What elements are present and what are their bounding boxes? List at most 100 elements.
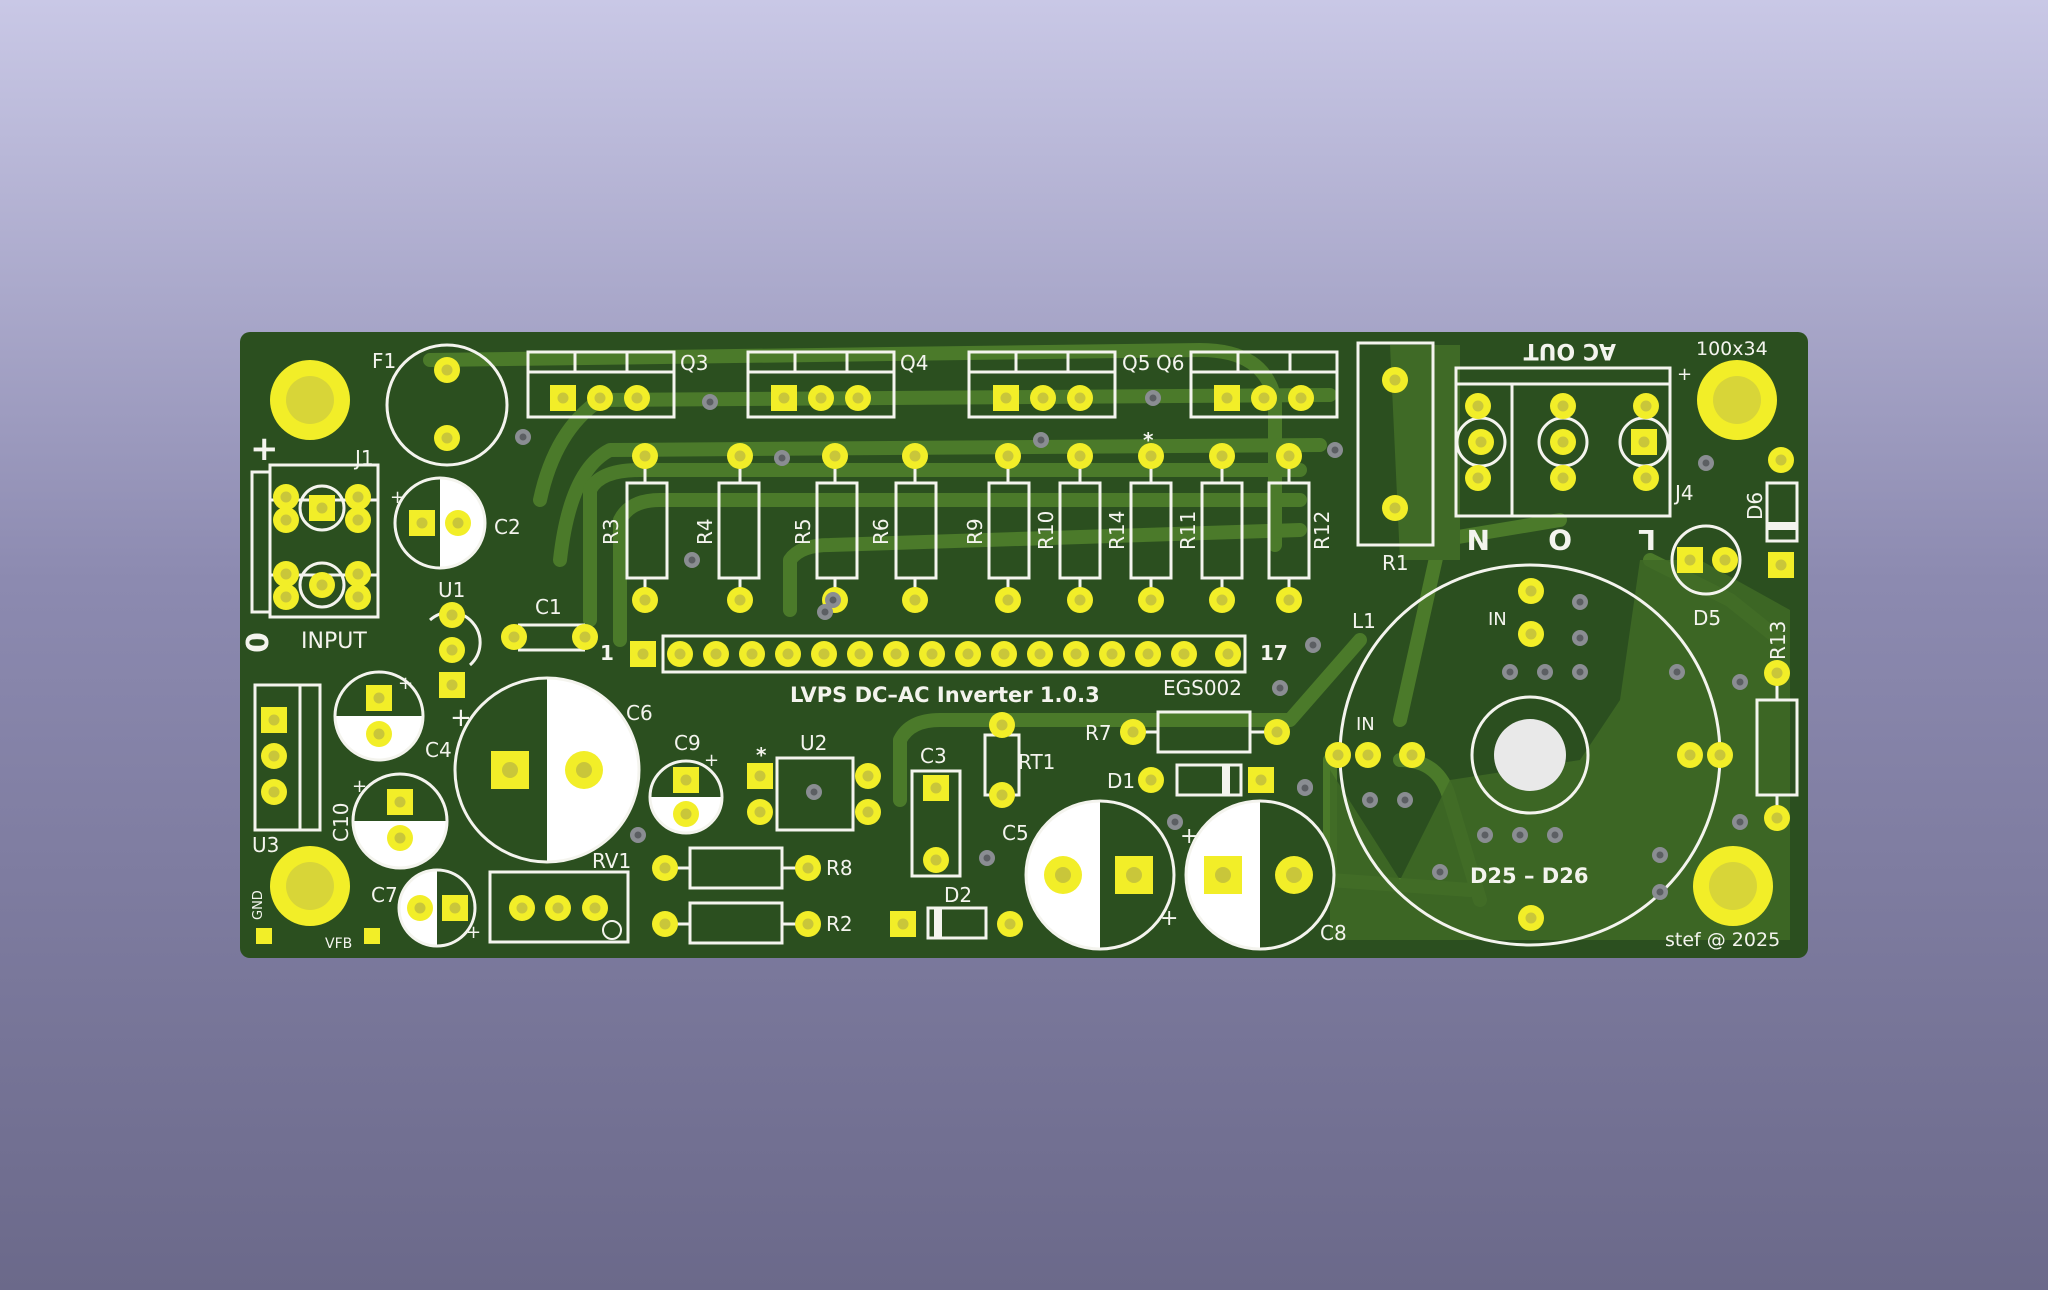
header-pin17: 17: [1260, 641, 1288, 665]
header-egs002: [630, 634, 1247, 674]
toroid-in-top: IN: [1488, 609, 1507, 630]
resistor-r1: [1356, 341, 1435, 547]
label-R5: R5: [791, 518, 815, 545]
silkscreen-labels: F1 J1 C2 U1 C1 Q3 Q4 Q5 Q6 R3 R4 R5 R6 R…: [238, 338, 1790, 952]
svg-text:+: +: [390, 487, 405, 508]
label-Q4: Q4: [900, 351, 928, 375]
svg-text:+: +: [398, 673, 413, 694]
marker-star-u2: *: [756, 743, 767, 767]
capacitor-c2: [393, 476, 487, 570]
label-C6: C6: [626, 701, 653, 725]
board-title: LVPS DC–AC Inverter 1.0.3: [790, 683, 1100, 707]
label-Q3: Q3: [680, 351, 708, 375]
label-C3: C3: [920, 744, 947, 768]
label-D5: D5: [1693, 606, 1721, 630]
svg-text:+: +: [466, 922, 481, 943]
mount-hole-tl: [270, 360, 350, 440]
label-C9: C9: [674, 731, 701, 755]
toroid-in-left: IN: [1356, 714, 1375, 735]
board-size: 100x34: [1696, 338, 1768, 360]
label-C2: C2: [494, 515, 521, 539]
label-D1: D1: [1107, 769, 1135, 793]
capacitor-c1: [501, 623, 598, 652]
label-R3: R3: [599, 518, 623, 545]
svg-text:+: +: [352, 776, 367, 797]
board-author: stef @ 2025: [1665, 929, 1780, 951]
regulator-u1: [429, 602, 482, 698]
diode-d6: [1765, 447, 1799, 578]
label-R11: R11: [1176, 511, 1200, 550]
label-R9: R9: [963, 518, 987, 545]
capacitor-c3: [910, 769, 962, 878]
label-C5: C5: [1002, 821, 1029, 845]
label-RV1: RV1: [592, 849, 631, 873]
svg-text:+: +: [704, 750, 719, 771]
capacitor-c8: [1184, 799, 1336, 951]
label-Q6: Q6: [1156, 351, 1184, 375]
terminal-o-label: O: [1548, 523, 1572, 556]
label-L1: L1: [1352, 609, 1376, 633]
capacitor-c5: [1024, 799, 1176, 951]
label-R2: R2: [826, 912, 853, 936]
polarity-marks: + + + + + + + + +: [352, 364, 1692, 943]
regulator-u3: [253, 683, 322, 832]
label-R12: R12: [1310, 511, 1334, 550]
toroid-l1: [1325, 563, 1733, 947]
label-R6: R6: [869, 518, 893, 545]
capacitor-c6: [453, 676, 641, 864]
capacitor-c9: [648, 759, 724, 835]
led-d5: [1670, 524, 1742, 596]
gnd-label: GND: [251, 890, 266, 920]
label-D2: D2: [944, 883, 972, 907]
label-Q5: Q5: [1122, 351, 1150, 375]
svg-text:+: +: [1677, 364, 1692, 385]
marker-star-r14: *: [1143, 428, 1154, 452]
thermistor-rt1: [983, 712, 1021, 808]
label-J4: J4: [1673, 481, 1694, 505]
polarity-plus: +: [250, 429, 279, 469]
mount-hole-bl: [270, 846, 350, 926]
copper-pour: [1330, 560, 1790, 940]
gnd-test-pad: [256, 928, 272, 944]
capacitor-c4: [333, 670, 425, 762]
svg-text:+: +: [1160, 906, 1178, 931]
mount-hole-tr: [1697, 360, 1777, 440]
vfb-label: VFB: [325, 936, 352, 952]
label-R13: R13: [1766, 621, 1790, 660]
label-U1: U1: [438, 578, 465, 602]
diode-d2: [890, 906, 1023, 940]
resistor-r13: [1755, 660, 1799, 831]
fuse-f1: [385, 343, 509, 467]
label-R14: R14: [1105, 511, 1129, 550]
label-EGS002: EGS002: [1163, 676, 1242, 700]
label-R8: R8: [826, 856, 853, 880]
label-R4: R4: [693, 518, 717, 545]
label-RT1: RT1: [1018, 750, 1055, 774]
transistor-outlines: [526, 350, 1339, 419]
capacitor-c7: [397, 868, 477, 948]
vfb-test-pad: [364, 928, 380, 944]
label-R10: R10: [1034, 511, 1058, 550]
svg-text:+: +: [450, 703, 472, 733]
label-D6: D6: [1743, 492, 1767, 520]
label-C7: C7: [371, 883, 398, 907]
terminal-l-label: L: [1638, 523, 1656, 556]
label-F1: F1: [372, 349, 396, 373]
ic-u2: [747, 756, 881, 832]
label-C4: C4: [425, 738, 452, 762]
label-U3: U3: [252, 833, 279, 857]
terminal-n-label: N: [1467, 523, 1490, 556]
toroid-label: D25 – D26: [1470, 864, 1588, 888]
input-label: INPUT: [301, 629, 367, 654]
capacitor-c10: [351, 772, 449, 870]
ac-out-label: AC OUT: [1524, 338, 1616, 363]
header-pin1: 1: [600, 641, 614, 665]
polarity-zero: 0: [238, 632, 273, 653]
label-R7: R7: [1085, 721, 1112, 745]
trimmer-rv1: [488, 870, 630, 944]
label-C1: C1: [535, 595, 562, 619]
diode-d1: [1138, 763, 1274, 797]
label-C10: C10: [329, 803, 353, 842]
